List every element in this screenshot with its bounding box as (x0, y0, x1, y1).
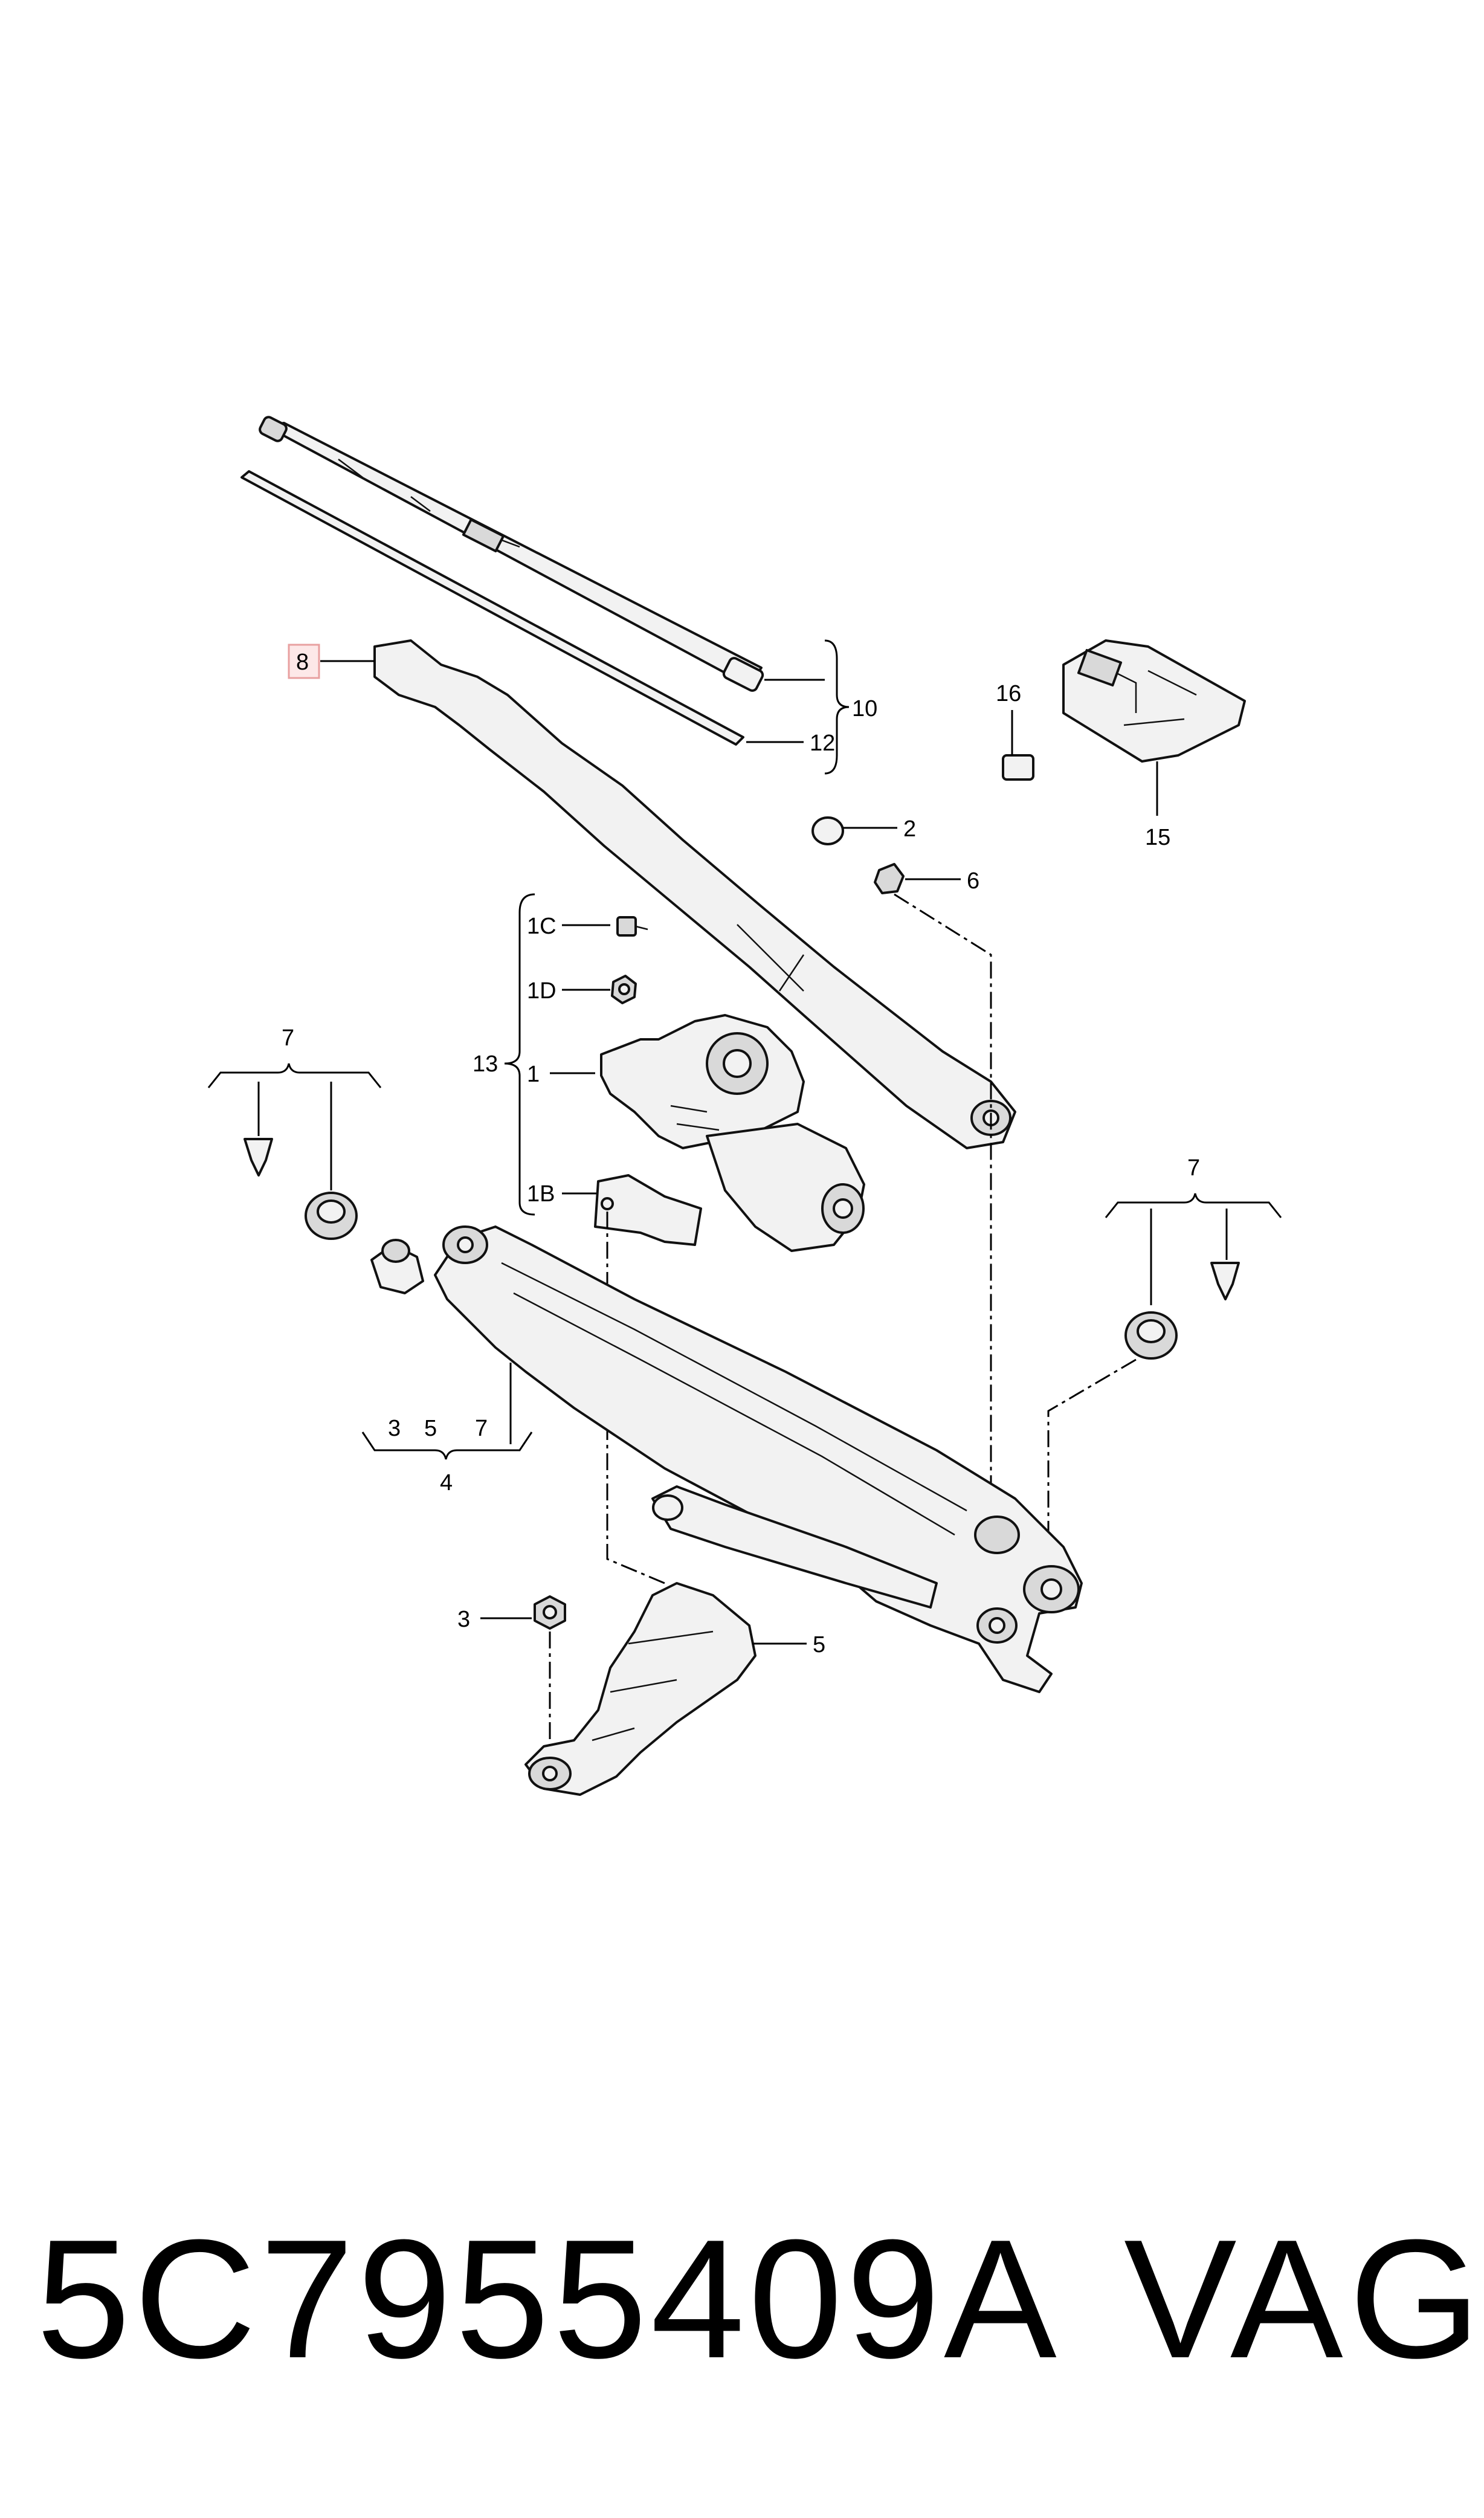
callout-8[interactable]: 8 (288, 644, 375, 679)
callout-6-label: 6 (967, 868, 979, 894)
part-5-bracket[interactable]: 5 (524, 1582, 825, 1796)
wiper-linkage-frame[interactable] (370, 1225, 1083, 1693)
part-7-left-grommet[interactable] (305, 1192, 358, 1240)
part-16-clip[interactable]: 16 (996, 681, 1034, 781)
callout-7-right-group: 7 (1047, 1155, 1282, 1559)
part-7-right-clip[interactable] (1210, 1262, 1240, 1300)
callout-7-left-group: 7 (207, 1025, 382, 1190)
part-7-left-clip[interactable] (244, 1138, 273, 1177)
callout-15-label: 15 (1145, 825, 1170, 850)
callout-1-label: 1 (527, 1062, 540, 1087)
callout-1D-label: 1D (527, 978, 556, 1004)
part-1D-nut[interactable] (611, 975, 637, 1004)
footer: 5C7955409A VAG (0, 2200, 1484, 2429)
callout-7-right-label: 7 (1187, 1155, 1200, 1181)
callout-2-label: 2 (903, 816, 916, 842)
callout-1C-label: 1C (527, 914, 556, 939)
part-15-bracket[interactable]: 15 (1062, 639, 1246, 850)
brand-name: VAG (1124, 2205, 1484, 2394)
callout-4-label: 4 (440, 1470, 453, 1496)
part-7-right-grommet[interactable] (1124, 1311, 1178, 1360)
callout-10-12-group: 10 12 (746, 639, 877, 775)
callout-7-left-label: 7 (282, 1025, 294, 1051)
callout-13-group: 13 1C 1D 1 1B (473, 893, 610, 1216)
callout-1B-label: 1B (527, 1181, 555, 1207)
part-2-cap[interactable]: 2 (811, 816, 916, 845)
callout-3-label: 3 (457, 1607, 470, 1632)
callout-4-sub-5-label: 5 (424, 1416, 437, 1441)
callout-8-label: 8 (296, 650, 309, 675)
part-number: 5C7955409A (36, 2205, 1060, 2394)
wiper-blade-assembly (240, 416, 764, 746)
part-1C-bolt[interactable] (616, 916, 648, 937)
callout-4-sub-3-label: 3 (388, 1416, 401, 1441)
callout-5-label: 5 (813, 1632, 825, 1658)
callout-16-label: 16 (996, 681, 1021, 706)
callout-13-label: 13 (473, 1051, 498, 1077)
part-6-nut[interactable]: 6 (874, 863, 992, 1595)
callout-12-label: 12 (810, 731, 835, 756)
callout-4-sub-7-label: 7 (475, 1416, 488, 1441)
callout-10-label: 10 (852, 696, 877, 722)
part-1-wiper-motor[interactable] (600, 1014, 865, 1252)
callout-4-group: 3 5 7 4 (361, 1363, 533, 1496)
